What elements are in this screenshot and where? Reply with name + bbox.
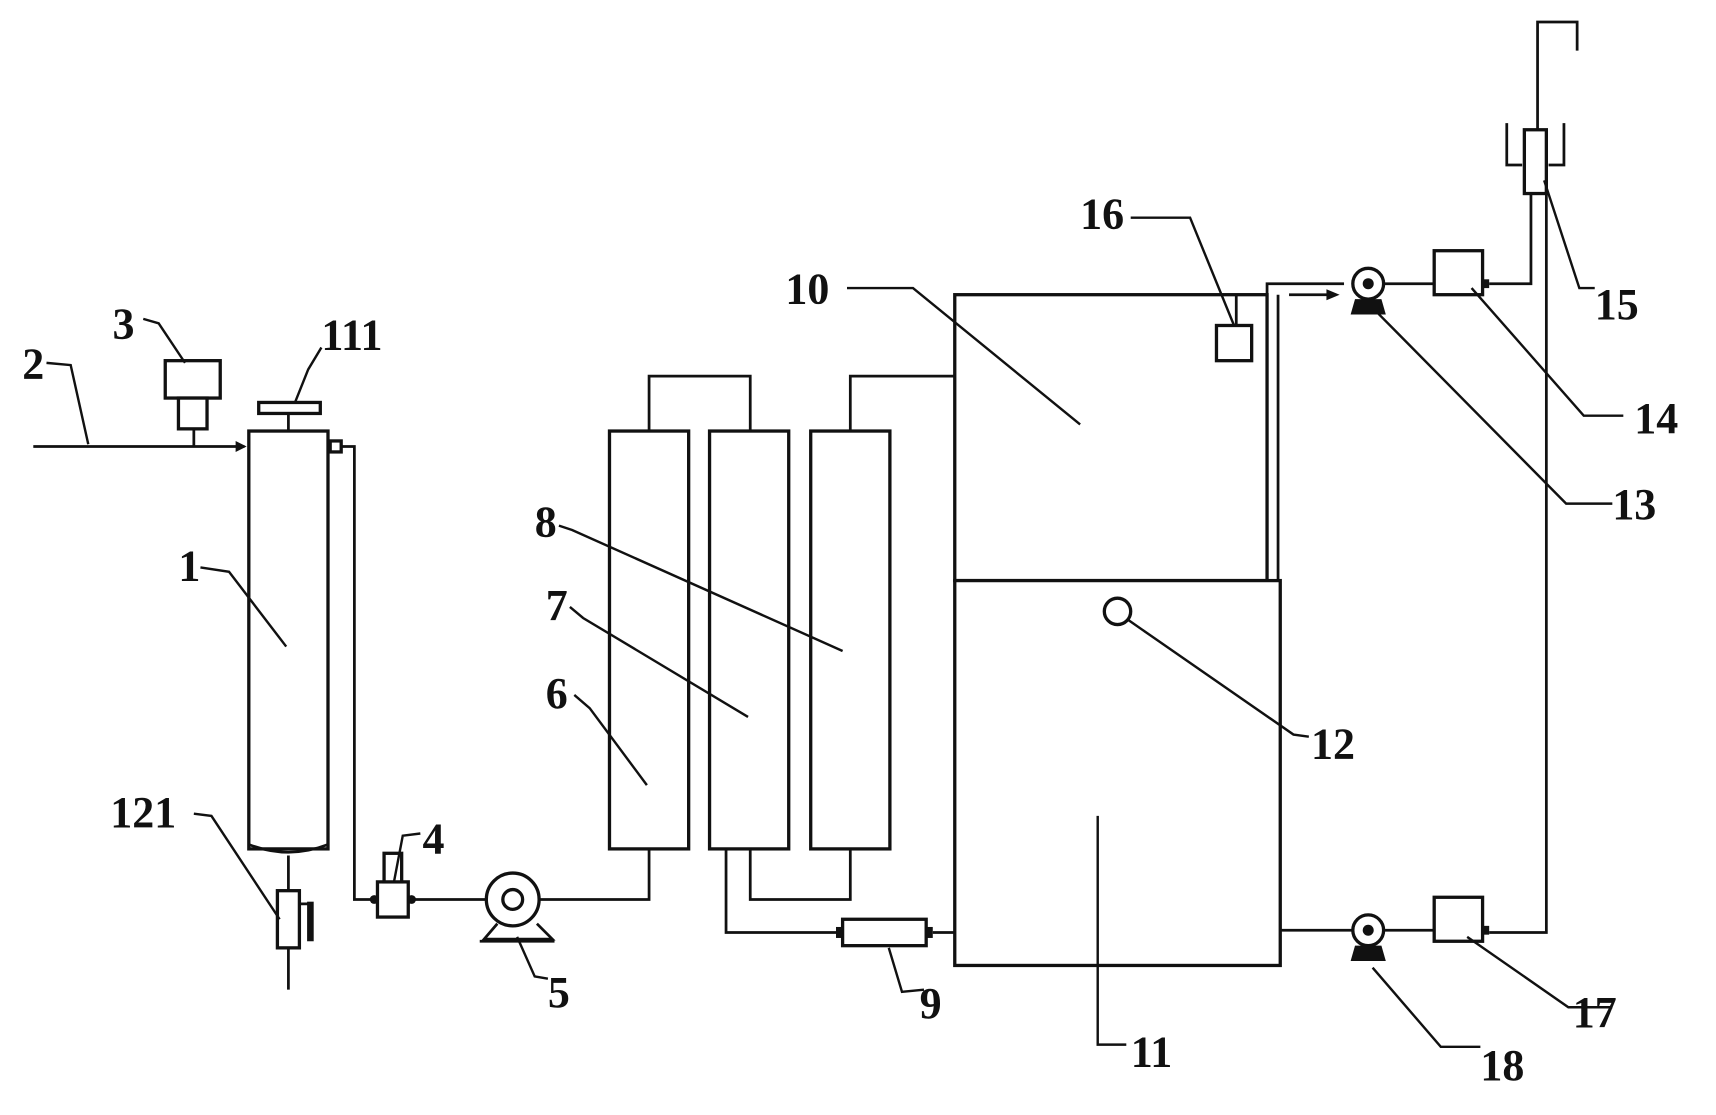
box-14-port bbox=[1482, 279, 1490, 289]
leader-8 bbox=[558, 524, 844, 653]
unit-9-port-left bbox=[836, 926, 843, 938]
pump-13-base bbox=[1350, 299, 1386, 315]
outlet-fitting bbox=[328, 439, 343, 454]
pump-18-hub bbox=[1362, 924, 1374, 936]
filter-7 bbox=[707, 429, 791, 851]
leader-10 bbox=[847, 286, 1081, 426]
label-11: 11 bbox=[1131, 1028, 1173, 1077]
leader-5 bbox=[516, 936, 549, 980]
gauge-12 bbox=[1102, 596, 1133, 627]
pipe-filter6-to-filter7 bbox=[647, 374, 752, 432]
leader-12 bbox=[1127, 619, 1310, 738]
label-8: 8 bbox=[535, 498, 557, 547]
pipe-filter7-to-filter8 bbox=[748, 848, 852, 901]
label-17: 17 bbox=[1573, 988, 1617, 1037]
sensor-16 bbox=[1214, 323, 1254, 363]
fitting-111 bbox=[257, 400, 322, 416]
valve-4 bbox=[375, 880, 410, 919]
leader-3 bbox=[142, 317, 187, 364]
leader-15 bbox=[1543, 179, 1595, 290]
box-17 bbox=[1432, 895, 1485, 943]
leader-6 bbox=[573, 694, 648, 786]
label-6: 6 bbox=[546, 669, 568, 718]
flow-arrow-head bbox=[1326, 289, 1340, 301]
sensor-3-base bbox=[176, 396, 209, 431]
unit-15-hook bbox=[1536, 20, 1579, 130]
label-2: 2 bbox=[22, 339, 44, 388]
pipe-pump5-to-filter6 bbox=[539, 848, 651, 901]
label-12: 12 bbox=[1311, 720, 1355, 769]
leader-16 bbox=[1130, 216, 1236, 326]
leader-9 bbox=[887, 947, 925, 994]
leader-13 bbox=[1376, 311, 1613, 505]
label-15: 15 bbox=[1595, 280, 1639, 329]
label-10: 10 bbox=[785, 264, 829, 313]
label-18: 18 bbox=[1480, 1041, 1524, 1090]
riser-pipe bbox=[1265, 282, 1345, 581]
filter-8 bbox=[809, 429, 892, 851]
leader-17 bbox=[1466, 935, 1613, 1009]
pump-5-hub bbox=[501, 887, 525, 912]
drain-valve-121 bbox=[275, 889, 302, 950]
pipe-box14-to-riser bbox=[1489, 193, 1533, 286]
leader-18 bbox=[1371, 966, 1481, 1049]
leader-111 bbox=[293, 346, 323, 403]
pipe-vessel-to-valve4 bbox=[327, 445, 377, 901]
tank-11 bbox=[953, 578, 1282, 968]
pump-18-base bbox=[1350, 945, 1386, 962]
pump-13-hub bbox=[1362, 278, 1374, 290]
label-111: 111 bbox=[321, 311, 382, 360]
box-17-port bbox=[1482, 925, 1490, 935]
label-121: 121 bbox=[110, 788, 176, 837]
vessel-1-bottom bbox=[248, 843, 329, 854]
unit-15-left-bracket bbox=[1505, 123, 1523, 167]
drain-valve-handle-grip bbox=[307, 901, 314, 942]
leader-14 bbox=[1470, 287, 1624, 417]
unit-9-port-right bbox=[926, 926, 933, 938]
leader-2 bbox=[46, 361, 90, 445]
pipe-filter7-to-unit9 bbox=[724, 848, 839, 934]
label-13: 13 bbox=[1612, 480, 1656, 529]
label-9: 9 bbox=[920, 979, 942, 1028]
vessel-1 bbox=[247, 429, 330, 851]
label-1: 1 bbox=[178, 542, 200, 591]
box-14 bbox=[1432, 249, 1485, 297]
leader-121 bbox=[193, 812, 281, 920]
label-14: 14 bbox=[1634, 394, 1678, 443]
label-3: 3 bbox=[112, 300, 134, 349]
leader-7 bbox=[569, 606, 749, 718]
label-5: 5 bbox=[548, 968, 570, 1017]
valve-4-port-left bbox=[369, 895, 379, 904]
label-7: 7 bbox=[546, 581, 568, 630]
unit-15 bbox=[1522, 128, 1549, 196]
leader-4 bbox=[392, 832, 421, 883]
inlet-arrow bbox=[235, 440, 247, 452]
unit-15-right-bracket bbox=[1548, 123, 1566, 167]
leader-1 bbox=[200, 566, 288, 648]
unit-9 bbox=[840, 917, 928, 948]
label-16: 16 bbox=[1080, 190, 1124, 239]
sensor-3-body bbox=[163, 359, 222, 400]
return-pipe bbox=[1489, 186, 1548, 934]
label-4: 4 bbox=[423, 814, 445, 863]
leader-11 bbox=[1096, 815, 1127, 1046]
pipe-filter8-to-tank10 bbox=[848, 374, 955, 432]
